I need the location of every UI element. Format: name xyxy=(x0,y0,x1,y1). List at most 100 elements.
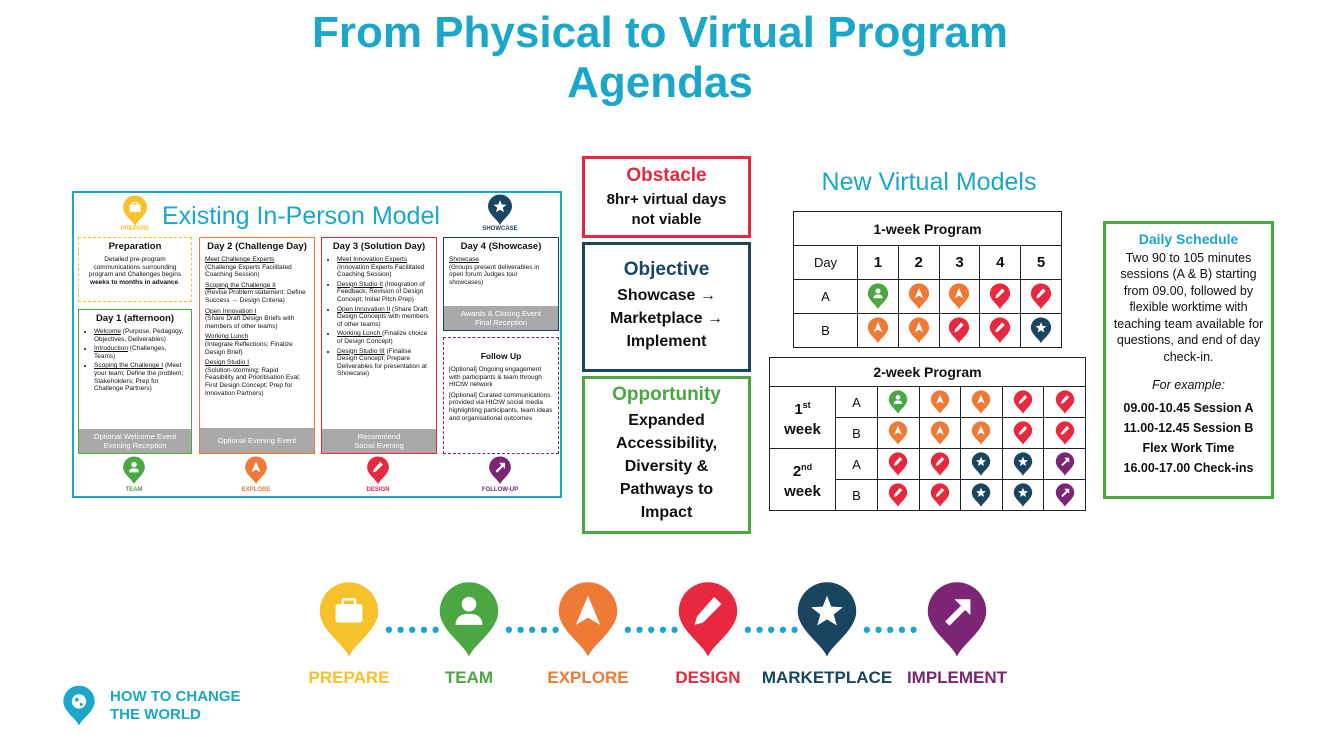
session-cell xyxy=(960,417,1003,449)
design-pin-icon xyxy=(888,451,908,477)
explore-pin-icon xyxy=(971,389,991,415)
day-3-item: Working Lunch (Finalize choice of Design… xyxy=(337,330,431,345)
marketplace-pin-icon xyxy=(971,451,991,477)
follow-up-text: [Optional] Curated communications provid… xyxy=(449,391,553,422)
day-2-item: Open Innovation I(Share Draft Design Bri… xyxy=(205,307,295,330)
day-2-item: Meet Challenge Experts(Challenge Experts… xyxy=(205,256,292,279)
implement-pin-icon xyxy=(1055,482,1075,508)
briefcase-icon xyxy=(317,581,381,659)
day-3-item: Meet Innovation Experts (Innovation Expe… xyxy=(337,256,431,279)
prepare-label: PREPARE xyxy=(120,226,150,232)
pencil-icon xyxy=(676,581,740,659)
session-cell xyxy=(960,448,1003,480)
marketplace-pin-icon xyxy=(1030,316,1052,345)
day-4-item: Showcase(Groups present deliverables in … xyxy=(449,256,540,286)
arrow-icon xyxy=(556,581,620,659)
session-cell xyxy=(979,313,1022,348)
day-2-item: Working Lunch(Integrate Reflections; Fin… xyxy=(205,333,293,356)
session-cell xyxy=(1020,279,1062,314)
session-label: A xyxy=(793,279,858,314)
design-pin-icon xyxy=(989,282,1011,311)
day-3-header: Day 3 (Solution Day) xyxy=(332,241,426,252)
day-4-event-band: Awards & Closing Event Final Reception xyxy=(444,306,558,330)
objective-line: Implement xyxy=(626,333,707,350)
phase-label-team: TEAM xyxy=(444,668,494,687)
new-virtual-models-title: New Virtual Models xyxy=(821,168,1037,196)
implement-pin-icon xyxy=(1055,451,1075,477)
day-3-column: Day 3 (Solution Day) Meet Innovation Exp… xyxy=(321,237,437,454)
connector-dots: ••••• xyxy=(385,617,444,642)
day-3-item: Design Studio III (Finalise Design Conce… xyxy=(337,348,431,378)
phase-label-explore: EXPLORE xyxy=(547,668,629,687)
phase-label-design: DESIGN xyxy=(675,668,741,687)
team-pin-icon xyxy=(888,389,908,415)
schedule-slot: 16.00-17.00 Check-ins xyxy=(1123,460,1254,475)
title-line-2: Agendas xyxy=(567,58,753,107)
globe-pin-logo-icon xyxy=(62,684,96,728)
objective-body: Showcase → Marketplace → Implement xyxy=(585,284,748,353)
day-number: 5 xyxy=(1020,245,1062,280)
explore-pin-icon xyxy=(244,456,268,485)
preparation-header: Preparation xyxy=(108,241,162,252)
design-pin-icon xyxy=(989,316,1011,345)
session-cell xyxy=(918,479,962,511)
design-pin-icon xyxy=(1055,389,1075,415)
day-1-item: Introduction (Challenges, Teams) xyxy=(94,345,186,360)
two-week-title: 2-week Program xyxy=(769,357,1086,387)
day-number: 2 xyxy=(897,245,940,280)
explore-pin-icon xyxy=(971,420,991,446)
session-cell xyxy=(877,386,920,418)
day-number: 3 xyxy=(938,245,981,280)
preparation-text: Detailed pre-program communications surr… xyxy=(88,256,182,286)
session-label: B xyxy=(835,417,878,449)
schedule-slot: 09.00-10.45 Session A xyxy=(1123,400,1254,415)
logo-text: HOW TO CHANGE THE WORLD xyxy=(110,688,241,724)
phase-label-implement: IMPLEMENT xyxy=(906,668,1008,687)
day-4-column: Day 4 (Showcase) Showcase(Groups present… xyxy=(443,237,559,331)
phase-label-prepare: PREPARE xyxy=(308,668,390,687)
team-pin-icon xyxy=(867,282,889,311)
page-title: From Physical to Virtual Program Agendas xyxy=(0,8,1320,108)
existing-model-title: Existing In-Person Model xyxy=(162,202,440,230)
session-cell xyxy=(1043,448,1086,480)
session-cell xyxy=(1001,479,1045,511)
objective-line: Showcase → xyxy=(617,287,716,304)
day-2-column: Day 2 (Challenge Day) Meet Challenge Exp… xyxy=(199,237,315,454)
day-2-event-band: Optional Evening Event xyxy=(200,428,314,453)
session-cell xyxy=(938,279,981,314)
design-pin-icon xyxy=(1030,282,1052,311)
phase-label-marketplace: MARKETPLACE xyxy=(761,668,893,687)
opportunity-box: Opportunity Expanded Accessibility, Dive… xyxy=(582,376,751,534)
day-2-item: Design Studio I(Solution-storming; Rapid… xyxy=(205,359,301,397)
session-cell xyxy=(1043,479,1086,511)
marketplace-pin-icon xyxy=(1013,482,1033,508)
diagonal-arrow-icon xyxy=(925,581,989,659)
daily-schedule-heading: Daily Schedule xyxy=(1138,231,1239,247)
follow-up-text: [Optional] Ongoing engagement with parti… xyxy=(449,366,542,389)
design-pin-icon xyxy=(1013,389,1033,415)
design-pin-icon xyxy=(930,451,950,477)
session-label: A xyxy=(835,386,878,418)
logo-line: HOW TO CHANGE xyxy=(110,688,241,705)
daily-schedule-box: Daily Schedule Two 90 to 105 minutes ses… xyxy=(1103,221,1274,499)
opportunity-body: Expanded Accessibility, Diversity & Path… xyxy=(615,412,718,521)
day-1-column: Day 1 (afternoon) Welcome (Purpose, Peda… xyxy=(78,309,192,454)
session-cell xyxy=(897,279,940,314)
session-cell xyxy=(857,279,899,314)
design-pin-icon xyxy=(366,456,390,485)
day-4-header: Day 4 (Showcase) xyxy=(460,241,542,252)
explore-pin-icon xyxy=(908,316,930,345)
session-cell xyxy=(918,386,962,418)
session-cell xyxy=(960,479,1003,511)
team-label: TEAM xyxy=(125,487,143,493)
example-label: For example: xyxy=(1152,378,1225,392)
day-2-item: Scoping the Challenge II(Revise Problem … xyxy=(205,281,306,304)
day-number: 4 xyxy=(979,245,1022,280)
team-pin-icon xyxy=(122,456,146,485)
follow-up-pin-icon xyxy=(488,456,512,485)
marketplace-pin-icon xyxy=(1013,451,1033,477)
title-line-1: From Physical to Virtual Program xyxy=(311,8,1009,57)
